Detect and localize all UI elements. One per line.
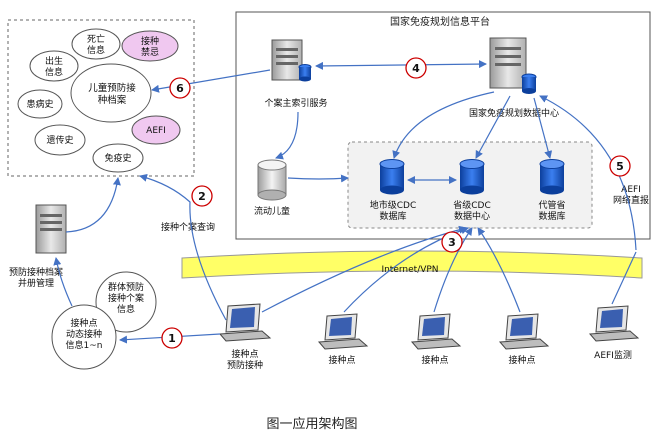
aefi-ellipse xyxy=(131,115,181,145)
step-3-circle xyxy=(441,231,463,253)
master-index-server-icon xyxy=(271,39,312,82)
step-4-number: 4 xyxy=(412,62,420,75)
immunity-ellipse xyxy=(92,143,144,173)
step-6-circle xyxy=(169,77,191,99)
platform-title: 国家免疫规划信息平台 xyxy=(390,15,490,28)
master-index-label: 个案主索引服务 xyxy=(264,97,327,109)
immunity-label: 免疫史 xyxy=(104,152,131,164)
illness-label: 患病史 xyxy=(26,98,53,110)
step-2-number: 2 xyxy=(198,190,206,203)
step-6-number: 6 xyxy=(176,82,184,95)
provincial-cdc-db-icon xyxy=(459,159,485,195)
laptop-site-main-icon xyxy=(218,303,272,342)
step-4-circle xyxy=(405,57,427,79)
site-1-label: 接种点 xyxy=(328,354,355,366)
record-title: 儿童预防接种档案 xyxy=(88,82,136,106)
archive-server-icon xyxy=(35,204,67,254)
birth-label: 出生信息 xyxy=(45,55,63,78)
record-main-ellipse xyxy=(70,63,152,123)
step-1-circle xyxy=(161,327,183,349)
case-query-label: 接种个案查询 xyxy=(161,221,215,233)
floating-children-label: 流动儿童 xyxy=(254,205,290,217)
genetic-ellipse xyxy=(34,124,86,156)
step-markers xyxy=(161,57,631,349)
network-band xyxy=(181,250,643,279)
city-cdc-db-icon xyxy=(379,159,405,195)
proxy-db-label: 代管省数据库 xyxy=(538,199,565,222)
group-info-circle xyxy=(95,271,157,333)
national-center-label: 国家免疫规划数据中心 xyxy=(469,107,559,119)
archive-mgmt-label: 预防接种档案并册管理 xyxy=(9,266,63,289)
laptop-site-3-icon xyxy=(498,313,550,350)
death-ellipse xyxy=(71,28,121,60)
figure-caption: 图一应用架构图 xyxy=(266,416,357,432)
vaccination-forbidden-label: 接种禁忌 xyxy=(141,35,159,58)
site-dynamic-circle xyxy=(51,304,117,370)
national-center-server-icon xyxy=(489,37,537,94)
birth-ellipse xyxy=(29,50,79,82)
vaccination-forbidden-ellipse xyxy=(121,30,179,62)
aefi-label: AEFI xyxy=(146,126,166,136)
aefi-monitor-label: AEFI监测 xyxy=(594,349,632,361)
genetic-label: 遗传史 xyxy=(46,134,73,146)
laptop-site-2-icon xyxy=(410,313,462,350)
laptop-icons xyxy=(218,303,640,350)
illness-ellipse xyxy=(17,89,63,119)
floating-children-db-icon xyxy=(257,159,287,201)
site-2-label: 接种点 xyxy=(421,354,448,366)
site-dynamic-label: 接种点动态接种信息1~n xyxy=(66,317,103,351)
step-2-circle xyxy=(191,185,213,207)
site-main-label: 接种点预防接种 xyxy=(227,348,263,371)
step-3-number: 3 xyxy=(448,236,456,249)
group-info-label: 群体预防接种个案信息 xyxy=(108,281,144,315)
network-label: Internet/VPN xyxy=(381,265,438,275)
proxy-db-icon xyxy=(539,159,565,195)
death-label: 死亡信息 xyxy=(87,33,105,56)
site-3-label: 接种点 xyxy=(508,354,535,366)
laptop-aefi-monitor-icon xyxy=(588,305,640,342)
step-1-number: 1 xyxy=(168,332,176,345)
record-ellipses xyxy=(17,28,181,173)
laptop-site-1-icon xyxy=(317,313,369,350)
step-5-number: 5 xyxy=(616,160,624,173)
step-5-circle xyxy=(609,155,631,177)
